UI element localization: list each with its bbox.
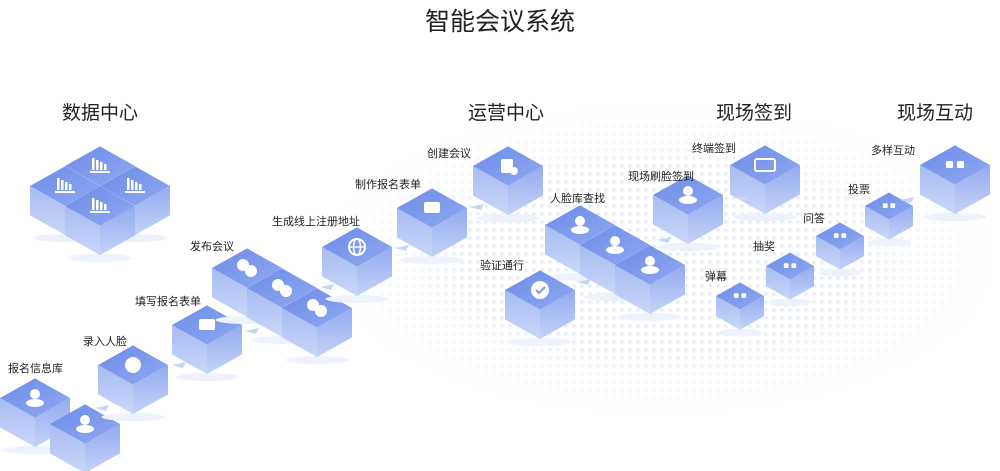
face-entry-cube xyxy=(98,345,168,421)
label-lottery: 抽奖 xyxy=(753,240,775,253)
swap-icon xyxy=(733,293,747,299)
person-icon xyxy=(571,216,589,234)
signup-db-cube xyxy=(50,404,120,471)
flow-arrow-icon xyxy=(172,362,186,368)
label-verify: 验证通行 xyxy=(480,259,524,272)
check-icon xyxy=(531,281,549,299)
chart-icon xyxy=(90,158,110,173)
label-publish: 发布会议 xyxy=(190,240,234,253)
signup-db-cube xyxy=(0,378,70,454)
label-make-form: 制作报名表单 xyxy=(355,178,421,191)
flow-arrow-icon xyxy=(577,279,591,285)
chart-icon xyxy=(125,178,145,193)
flow-arrow-icon xyxy=(245,328,259,334)
flow-arrow-icon xyxy=(395,245,409,251)
flow-arrow-icon xyxy=(95,405,109,411)
face-icon xyxy=(125,357,141,373)
label-vote: 投票 xyxy=(848,183,870,196)
person-icon xyxy=(606,236,624,254)
chat-icon xyxy=(237,259,257,277)
person-icon xyxy=(641,256,659,274)
swap-icon xyxy=(882,203,896,209)
flow-arrow-icon xyxy=(657,237,671,243)
label-danmu: 弹幕 xyxy=(705,270,727,283)
globe-icon xyxy=(348,238,366,256)
diagram-title: 智能会议系统 xyxy=(424,7,575,36)
person-icon xyxy=(26,389,44,407)
section-data-center: 数据中心 xyxy=(62,102,139,124)
data-center-cube xyxy=(65,186,135,262)
label-signup-db: 报名信息库 xyxy=(8,362,63,375)
flow-arrow-icon xyxy=(735,195,749,201)
label-gen-url: 生成线上注册地址 xyxy=(272,215,360,228)
person-icon xyxy=(76,415,94,433)
doc-add-icon xyxy=(501,159,518,175)
person-icon xyxy=(679,186,697,204)
gen-url-cube xyxy=(322,227,392,303)
chat-icon xyxy=(272,279,292,297)
label-fill-form: 填写报名表单 xyxy=(135,295,201,308)
label-create: 创建会议 xyxy=(427,147,471,160)
label-terminal-checkin: 终端签到 xyxy=(692,142,736,155)
label-interact: 多样互动 xyxy=(871,144,915,157)
swap-icon xyxy=(783,263,797,269)
form-icon xyxy=(424,202,440,213)
create-cube xyxy=(473,146,543,222)
form-icon xyxy=(199,319,215,330)
face-lookup-cube xyxy=(615,245,685,321)
danmu-cube xyxy=(716,282,764,337)
section-onsite-checkin: 现场签到 xyxy=(716,102,793,124)
swap-icon xyxy=(946,161,964,168)
chart-icon xyxy=(90,198,110,213)
flow-arrow-icon xyxy=(900,197,914,203)
label-face-entry: 录入人脸 xyxy=(83,335,127,348)
label-qa: 问答 xyxy=(803,212,825,225)
fill-form-cube xyxy=(172,305,242,381)
vote-cube xyxy=(865,192,913,247)
chart-icon xyxy=(55,178,75,193)
face-checkin-cube xyxy=(653,175,723,251)
qa-cube xyxy=(816,222,864,277)
section-onsite-interaction: 现场互动 xyxy=(897,102,974,124)
make-form-cube xyxy=(397,188,467,264)
lottery-cube xyxy=(766,252,814,307)
terminal-checkin-cube xyxy=(730,145,800,221)
chat-icon xyxy=(307,299,327,317)
section-operations-center: 运营中心 xyxy=(468,102,545,124)
flow-arrow-icon xyxy=(320,284,334,290)
verify-cube xyxy=(505,270,575,346)
phone-icon xyxy=(754,158,776,172)
swap-icon xyxy=(833,233,847,239)
interact-cube xyxy=(920,145,990,221)
flow-arrow-icon xyxy=(470,204,484,210)
label-face-checkin: 现场刷脸签到 xyxy=(628,170,694,183)
label-face-lookup: 人脸库查找 xyxy=(550,192,605,205)
